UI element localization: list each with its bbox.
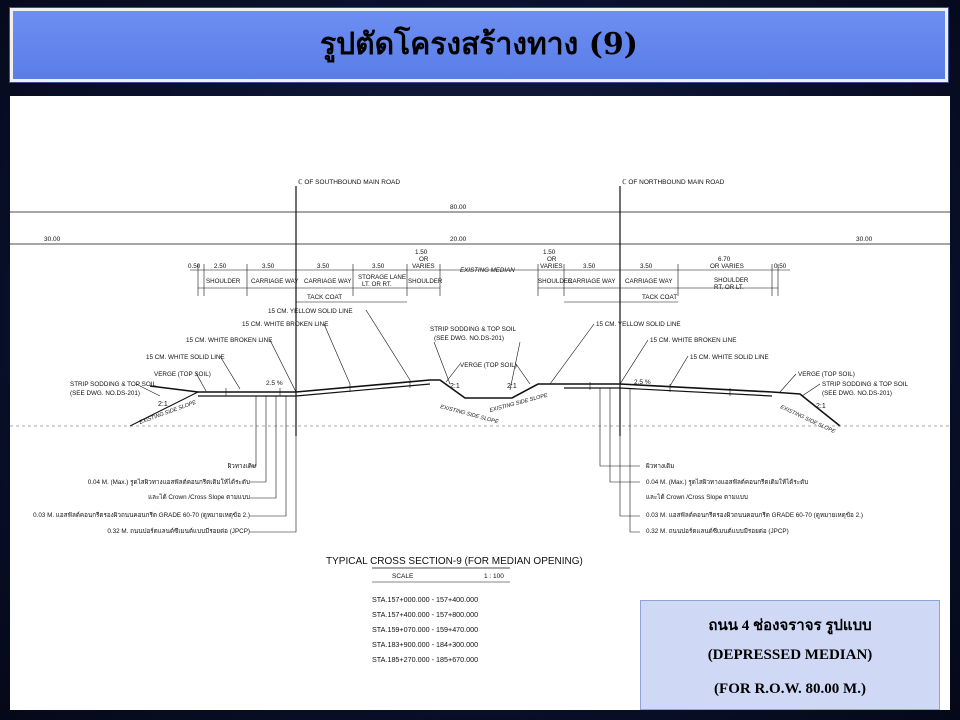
width-left-extra-2: VARIES bbox=[412, 263, 435, 270]
slide-title: รูปตัดโครงสร้างทาง (9) bbox=[320, 27, 638, 62]
lane-label-left-5: SHOULDER bbox=[408, 278, 443, 285]
width-left-extra-1: OR bbox=[419, 256, 429, 263]
layer-left-2: และได้ Crown /Cross Slope ตามแบบ bbox=[148, 493, 250, 501]
station-1: STA.157+400.000 - 157+800.000 bbox=[372, 610, 478, 619]
width-left-extra-0: 1.50 bbox=[415, 249, 428, 256]
crossfall-right: 2.5 % bbox=[634, 379, 651, 386]
slope-median-right: 2:1 bbox=[507, 383, 517, 390]
annot-right-3: VERGE (TOP SOIL) bbox=[798, 371, 855, 378]
scale-label: SCALE bbox=[392, 573, 414, 580]
pavement-base-right bbox=[564, 387, 773, 397]
annot-left-3: 15 CM. WHITE SOLID LINE bbox=[146, 354, 225, 361]
layer-right-4: 0.32 M. ถนนปอร์ตแลนด์ซีเมนต์แบบมีรอยต่อ … bbox=[646, 527, 789, 535]
median-label: EXISTING MEDIAN bbox=[460, 267, 515, 274]
lane-label-left-0: SHOULDER bbox=[206, 278, 241, 285]
station-2: STA.159+070.000 - 159+470.000 bbox=[372, 625, 478, 634]
station-3: STA.183+900.000 - 184+300.000 bbox=[372, 640, 478, 649]
row-dimension-total: 80.00 bbox=[450, 204, 467, 211]
side-slope-left bbox=[129, 391, 199, 427]
layer-left-3: 0.03 M. แอสฟัลต์คอนกรีตรองผิวถนนคอนกรีต … bbox=[33, 511, 250, 519]
annot-left-2: 15 CM. WHITE BROKEN LINE bbox=[186, 337, 272, 344]
annot-mid-0: STRIP SODDING & TOP SOIL bbox=[430, 326, 516, 333]
slope-median-left: 2:1 bbox=[450, 383, 460, 390]
leaders-middle bbox=[433, 341, 531, 391]
tack-coat-left: TACK COAT bbox=[307, 294, 342, 301]
width-right-4: 3.50 bbox=[640, 263, 653, 270]
layer-left-1: 0.04 M. (Max.) รูดไสผิวทางแอสฟัลต์คอนกรี… bbox=[88, 478, 250, 486]
annot-right-1: 15 CM. WHITE BROKEN LINE bbox=[650, 337, 736, 344]
station-4: STA.185+270.000 - 185+670.000 bbox=[372, 655, 478, 664]
width-right-1: OR bbox=[547, 256, 557, 263]
annot-left-1: 15 CM. WHITE BROKEN LINE bbox=[242, 321, 328, 328]
lane-label-right-2: CARRIAGE WAY bbox=[625, 278, 672, 285]
width-right-6: OR VARIES bbox=[710, 263, 744, 270]
annot-left-4: VERGE (TOP SOIL) bbox=[154, 371, 211, 378]
existing-side-slope-left: EXISTING SIDE SLOPE bbox=[139, 400, 198, 426]
width-right-0: 1.50 bbox=[543, 249, 556, 256]
slide-title-bar: รูปตัดโครงสร้างทาง (9) bbox=[10, 8, 948, 82]
cross-section-drawing: ℂ OF SOUTHBOUND MAIN ROAD ℂ OF NORTHBOUN… bbox=[10, 96, 950, 710]
dimension-left-outer: 30.00 bbox=[44, 236, 61, 243]
layer-right-0: ผิวทางเดิม bbox=[646, 462, 675, 470]
annot-right-4: STRIP SODDING & TOP SOIL bbox=[822, 381, 908, 388]
slope-left-outer: 2:1 bbox=[158, 401, 168, 408]
existing-side-slope-median-right: EXISTING SIDE SLOPE bbox=[489, 393, 549, 414]
lane-label-left-3: STORAGE LANE bbox=[358, 274, 406, 281]
centerline-left-label: ℂ OF SOUTHBOUND MAIN ROAD bbox=[298, 178, 400, 186]
section-title: TYPICAL CROSS SECTION-9 (FOR MEDIAN OPEN… bbox=[326, 556, 583, 567]
width-right-7: 0.50 bbox=[774, 263, 787, 270]
caption-line-2: (DEPRESSED MEDIAN) bbox=[707, 647, 873, 663]
width-left-4: 3.50 bbox=[372, 263, 385, 270]
drawing-svg: ℂ OF SOUTHBOUND MAIN ROAD ℂ OF NORTHBOUN… bbox=[10, 178, 950, 664]
lane-label-left-4: LT. OR RT. bbox=[362, 281, 392, 288]
width-right-3: 3.50 bbox=[583, 263, 596, 270]
existing-side-slope-right: EXISTING SIDE SLOPE bbox=[779, 404, 836, 435]
leaders-left bbox=[135, 309, 411, 397]
annot-left-5: STRIP SODDING & TOP SOIL bbox=[70, 381, 156, 388]
layer-right-2: และได้ Crown /Cross Slope ตามแบบ bbox=[646, 493, 748, 501]
lane-dimension-ticks bbox=[197, 264, 779, 296]
tack-coat-right: TACK COAT bbox=[642, 294, 677, 301]
leaders-right bbox=[549, 323, 821, 397]
annot-right-5: (SEE DWG. NO.DS-201) bbox=[822, 390, 892, 397]
caption-line-1: ถนน 4 ช่องจราจร รูปแบบ bbox=[708, 618, 872, 634]
pavement-markers bbox=[225, 380, 731, 396]
dimension-right-outer: 30.00 bbox=[856, 236, 873, 243]
annot-left-0: 15 CM. YELLOW SOLID LINE bbox=[268, 308, 353, 315]
pavement-surface bbox=[149, 379, 841, 427]
dimension-middle: 20.00 bbox=[450, 236, 467, 243]
annot-mid-2: VERGE (TOP SOIL) bbox=[460, 362, 517, 369]
annot-left-6: (SEE DWG. NO.DS-201) bbox=[70, 390, 140, 397]
lane-label-right-0: SHOULDER bbox=[538, 278, 573, 285]
annot-right-0: 15 CM. YELLOW SOLID LINE bbox=[596, 321, 681, 328]
layer-leaders bbox=[250, 388, 640, 533]
centerline-right-label: ℂ OF NORTHBOUND MAIN ROAD bbox=[622, 178, 725, 186]
layer-right-1: 0.04 M. (Max.) รูดไสผิวทางแอสฟัลต์คอนกรี… bbox=[646, 478, 808, 486]
width-left-1: 2.50 bbox=[214, 263, 227, 270]
lane-label-left-2: CARRIAGE WAY bbox=[304, 278, 351, 285]
lane-label-right-1: CARRIAGE WAY bbox=[568, 278, 615, 285]
annot-mid-1: (SEE DWG. NO.DS-201) bbox=[434, 335, 504, 342]
width-right-2: VARIES bbox=[540, 263, 563, 270]
layer-left-0: ผิวทางเดิม bbox=[227, 462, 256, 470]
width-left-2: 3.50 bbox=[262, 263, 275, 270]
width-right-5: 6.70 bbox=[718, 256, 731, 263]
lane-label-left-1: CARRIAGE WAY bbox=[251, 278, 298, 285]
scale-value: 1 : 100 bbox=[484, 573, 504, 580]
caption-box: ถนน 4 ช่องจราจร รูปแบบ (DEPRESSED MEDIAN… bbox=[640, 600, 940, 710]
width-left-0: 0.50 bbox=[188, 263, 201, 270]
lane-label-right-3: SHOULDER bbox=[714, 277, 749, 284]
slope-right-outer: 2:1 bbox=[816, 403, 826, 410]
layer-right-3: 0.03 M. แอสฟัลต์คอนกรีตรองผิวถนนคอนกรีต … bbox=[646, 511, 863, 519]
station-0: STA.157+000.000 - 157+400.000 bbox=[372, 595, 478, 604]
layer-left-4: 0.32 M. ถนนปอร์ตแลนด์ซีเมนต์แบบมีรอยต่อ … bbox=[107, 527, 250, 535]
width-left-3: 3.50 bbox=[317, 263, 330, 270]
crossfall-left: 2.5 % bbox=[266, 380, 283, 387]
caption-line-3: (FOR R.O.W. 80.00 M.) bbox=[714, 681, 866, 697]
lane-label-right-4: RT. OR LT. bbox=[714, 284, 744, 291]
annot-right-2: 15 CM. WHITE SOLID LINE bbox=[690, 354, 769, 361]
